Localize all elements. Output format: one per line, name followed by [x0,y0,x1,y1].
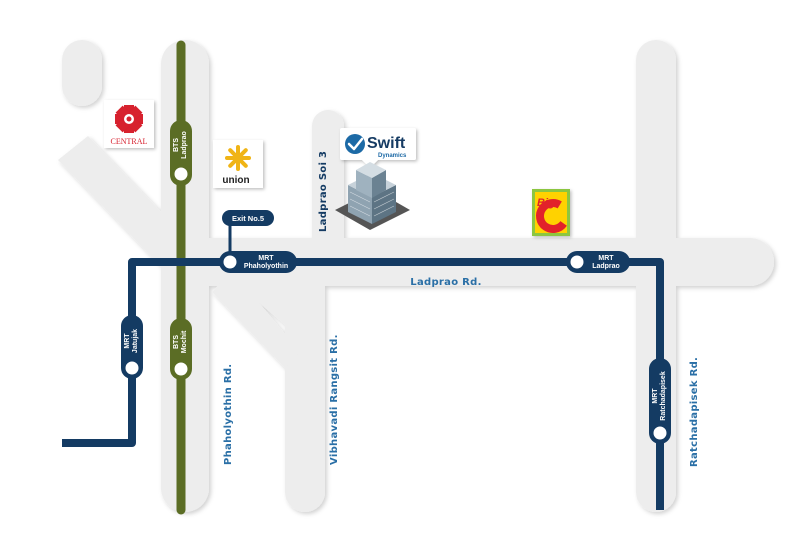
station-mrt-phaholyothin: MRT Phaholyothin [219,251,297,273]
station-mrt-jatujak-line1: MRT [124,333,131,349]
label-vibhavadi-rd: Vibhavadi Rangsit Rd. [329,334,340,465]
station-bts-ladprao: BTS Ladprao [170,120,192,186]
office-building-icon [335,162,410,230]
swift-dynamics-logo: Swift Dynamics [340,128,416,168]
station-mrt-ratchadapisek-line2: Ratchadapisek [660,371,667,421]
station-bts-ladprao-line1: BTS [173,138,180,152]
union-logo: union [213,140,263,188]
label-ladprao-rd: Ladprao Rd. [410,277,481,288]
swift-bird-icon [345,134,365,154]
union-logo-text: union [222,175,249,186]
swift-logo-subtext: Dynamics [378,153,407,159]
station-mrt-ladprao: MRT Ladprao [566,251,630,273]
swift-logo-text: Swift [367,135,406,152]
station-bts-mochit: BTS Mochit [170,318,192,380]
road-upper-left [62,40,102,106]
exit-no5-badge: Exit No.5 [222,210,274,226]
label-phaholyothin-rd: Phaholyothin Rd. [223,364,234,465]
label-ratchadapisek-rd: Ratchadapisek Rd. [689,357,700,467]
station-mrt-phaholyothin-line2: Phaholyothin [244,263,288,270]
station-mrt-ratchadapisek-line1: MRT [652,388,659,404]
union-sun-icon [225,145,251,171]
central-logo-text: CENTRAL [111,137,148,146]
station-bts-mochit-line2: Mochit [181,330,188,353]
bigc-logo: Big C [532,189,570,236]
station-bts-ladprao-line2: Ladprao [181,131,188,159]
label-ladprao-soi3: Ladprao Soi 3 [318,151,329,232]
station-mrt-ratchadapisek: MRT Ratchadapisek [649,358,671,444]
central-star-icon [115,105,143,133]
road-diagonal-upper [58,136,200,276]
mrt-line [62,258,664,510]
station-mrt-jatujak: MRT Jatujak [121,315,143,379]
central-logo: CENTRAL [104,100,154,148]
station-mrt-ladprao-line2: Ladprao [592,263,620,270]
station-mrt-ladprao-line1: MRT [598,255,614,262]
bigc-c-icon [536,199,570,233]
station-mrt-jatujak-line2: Jatujak [132,329,139,353]
road-diagonal-lower-2 [212,270,300,368]
station-mrt-phaholyothin-line1: MRT [258,255,274,262]
bigc-logo-text: Big [537,197,555,209]
station-bts-mochit-line1: BTS [173,335,180,349]
exit-no5-label: Exit No.5 [232,214,264,223]
road-ladprao-soi3 [312,110,344,270]
